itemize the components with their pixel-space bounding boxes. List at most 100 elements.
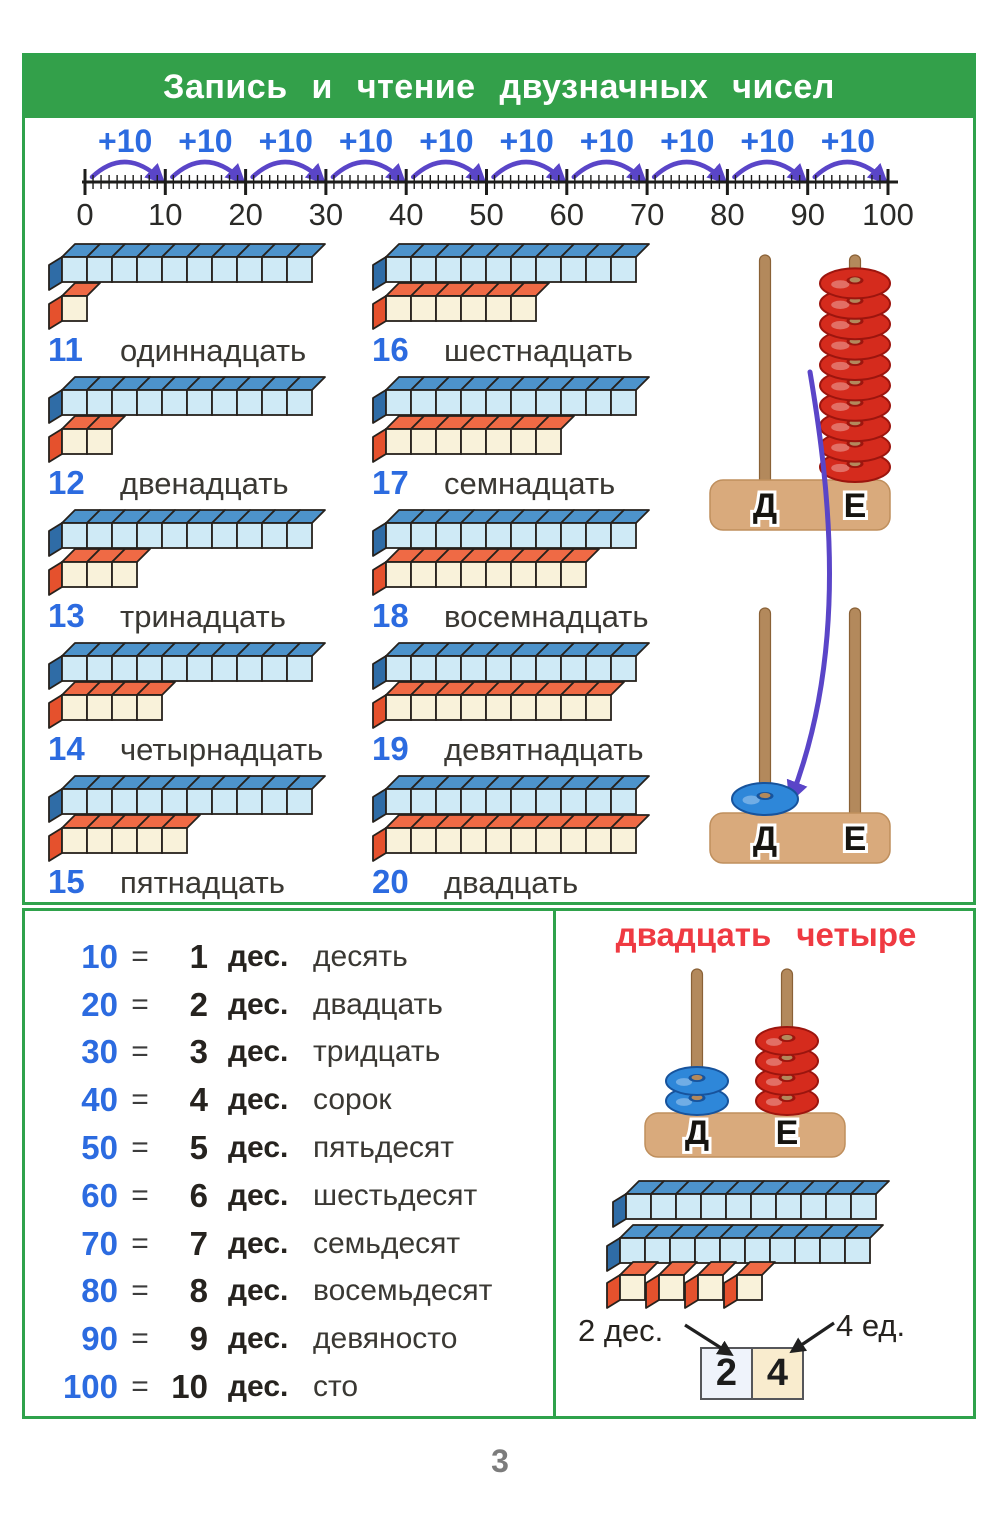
- tens-count: 9: [189, 1320, 208, 1358]
- example-unit-cubes-svg: [606, 1261, 776, 1309]
- tens-count: 10: [171, 1368, 208, 1406]
- ten-ones-to-one-ten-arrow-icon: [786, 369, 832, 804]
- svg-text:+10: +10: [660, 123, 714, 159]
- number-word: семьдесят: [313, 1226, 461, 1260]
- table-number: 50: [81, 1129, 118, 1167]
- panel-divider: [553, 911, 556, 1416]
- tens-unit: дес.: [228, 987, 289, 1021]
- tens-unit: дес.: [228, 1178, 289, 1212]
- number-name: девятнадцать: [444, 732, 644, 767]
- number-word: двадцать: [313, 987, 443, 1021]
- table-number: 70: [81, 1224, 118, 1262]
- number-name: двенадцать: [120, 466, 289, 501]
- svg-text:Е: Е: [844, 487, 867, 525]
- table-number: 30: [81, 1033, 118, 1071]
- number-value: 12: [48, 464, 85, 501]
- ones-cubes-svg: [48, 548, 151, 596]
- number-word: сто: [313, 1370, 359, 1404]
- number-word: десять: [313, 939, 408, 973]
- number-name: одиннадцать: [120, 333, 307, 368]
- tens-unit: дес.: [228, 1226, 289, 1260]
- svg-text:+10: +10: [500, 123, 554, 159]
- number-caption: 12 двенадцать: [48, 466, 370, 507]
- svg-text:Е: Е: [844, 820, 867, 858]
- number-name: восемнадцать: [444, 599, 649, 634]
- tens-count: 6: [189, 1176, 208, 1214]
- digit-box-tens: 2: [700, 1347, 753, 1400]
- svg-text:20: 20: [228, 197, 262, 232]
- example-tens-rod-svg: [612, 1180, 890, 1228]
- number-word: пятьдесят: [313, 1131, 455, 1165]
- tens-table-row: 30 = 3 дес. тридцать: [30, 1029, 530, 1077]
- number-word: восемьдесят: [313, 1274, 493, 1308]
- page-header: Запись и чтение двузначных чисел: [25, 56, 973, 118]
- equals-sign: =: [131, 1178, 149, 1212]
- example-unit-cubes: [606, 1261, 777, 1314]
- svg-text:Д: Д: [685, 1114, 709, 1152]
- tens-rod-svg: [48, 642, 326, 690]
- ones-cubes-svg: [372, 548, 600, 596]
- svg-text:+10: +10: [178, 123, 232, 159]
- svg-text:10: 10: [148, 197, 182, 232]
- equals-sign: =: [131, 1274, 149, 1308]
- tens-count: 1: [189, 937, 208, 975]
- tens-rod-svg: [372, 509, 650, 557]
- tens-unit: дес.: [228, 1370, 289, 1404]
- tens-table-row: 40 = 4 дес. сорок: [30, 1076, 530, 1124]
- tens-rod-svg: [48, 243, 326, 291]
- svg-text:0: 0: [76, 197, 93, 232]
- svg-text:50: 50: [469, 197, 503, 232]
- number-name: тринадцать: [120, 599, 286, 634]
- example-tens-rods: [606, 1180, 891, 1272]
- tens-table-row: 80 = 8 дес. восемьдесят: [30, 1268, 530, 1316]
- svg-text:Е: Е: [776, 1114, 799, 1152]
- tens-count: 5: [189, 1129, 208, 1167]
- number-value: 18: [372, 597, 409, 634]
- tens-table-row: 60 = 6 дес. шестьдесят: [30, 1172, 530, 1220]
- tens-rod-svg: [372, 243, 650, 291]
- tens-unit: дес.: [228, 1274, 289, 1308]
- svg-text:90: 90: [790, 197, 824, 232]
- tens-table-row: 50 = 5 дес. пятьдесят: [30, 1124, 530, 1172]
- tens-count: 3: [189, 1033, 208, 1071]
- ones-cubes-svg: [372, 814, 650, 862]
- ones-cubes-svg: [48, 814, 201, 862]
- number-value: 11: [48, 331, 83, 368]
- equals-sign: =: [131, 1226, 149, 1260]
- equals-sign: =: [131, 1035, 149, 1069]
- tens-unit: дес.: [228, 1035, 289, 1069]
- svg-text:+10: +10: [821, 123, 875, 159]
- equals-sign: =: [131, 1131, 149, 1165]
- number-value: 13: [48, 597, 85, 634]
- number-value: 20: [372, 863, 409, 900]
- tens-unit: дес.: [228, 939, 289, 973]
- svg-text:+10: +10: [339, 123, 393, 159]
- caption-arrows-icon: [684, 1321, 835, 1357]
- tens-table-row: 90 = 9 дес. девяносто: [30, 1315, 530, 1363]
- number-word: шестьдесят: [313, 1178, 478, 1212]
- tens-unit: дес.: [228, 1322, 289, 1356]
- digit-boxes: 2 4: [700, 1347, 804, 1400]
- digit-box-ones: 4: [751, 1347, 804, 1400]
- ones-cubes-svg: [372, 681, 625, 729]
- number-name: семнадцать: [444, 466, 616, 501]
- table-number: 60: [81, 1176, 118, 1214]
- main-panel: Запись и чтение двузначных чисел: [22, 53, 976, 905]
- example-tens-rod-svg: [606, 1224, 884, 1272]
- tens-rod-svg: [372, 775, 650, 823]
- table-number: 10: [81, 937, 118, 975]
- equals-sign: =: [131, 1083, 149, 1117]
- number-row-12: 12 двенадцать: [48, 376, 370, 509]
- example-title: двадцать четыре: [615, 916, 917, 953]
- ones-caption: 4 ед.: [836, 1308, 906, 1343]
